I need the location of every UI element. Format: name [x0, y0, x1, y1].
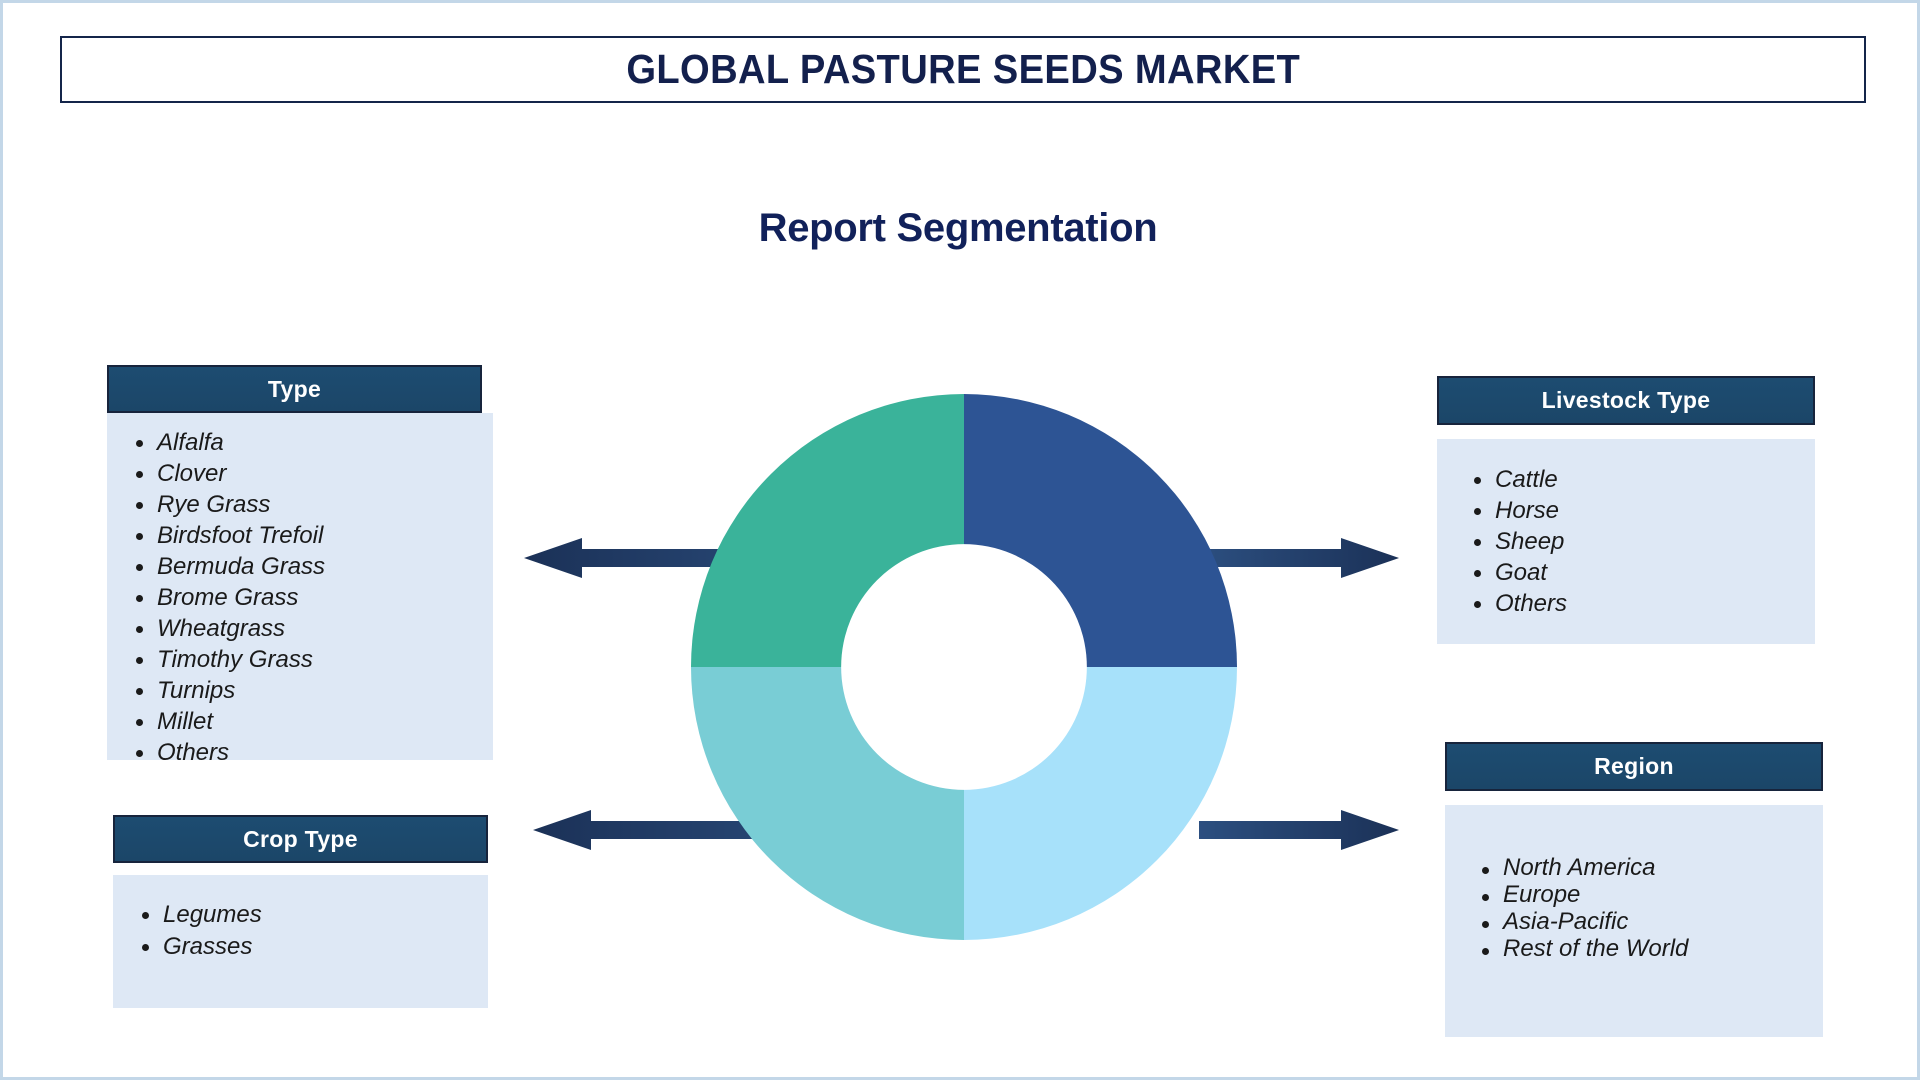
segment-header-region: Region — [1445, 742, 1823, 791]
list-item: Legumes — [142, 899, 488, 931]
list-item: Brome Grass — [136, 582, 493, 613]
list-item: Millet — [136, 706, 493, 737]
list-item: Cattle — [1474, 464, 1815, 495]
segment-header-type: Type — [107, 365, 482, 413]
list-item: Rye Grass — [136, 489, 493, 520]
section-subtitle-text: Report Segmentation — [758, 206, 1158, 250]
segment-list-crop-type: Legumes Grasses — [113, 899, 488, 963]
list-item: Wheatgrass — [136, 613, 493, 644]
title-banner: GLOBAL PASTURE SEEDS MARKET — [60, 36, 1866, 103]
segment-body-type: Alfalfa Clover Rye Grass Birdsfoot Trefo… — [107, 413, 493, 760]
list-item: Europe — [1482, 881, 1823, 908]
list-item: Birdsfoot Trefoil — [136, 520, 493, 551]
donut-chart — [691, 393, 1237, 941]
segment-card-region: Region North America Europe Asia-Pacific… — [1445, 742, 1823, 1037]
segment-header-livestock-type: Livestock Type — [1437, 376, 1815, 425]
arrow-left-icon — [524, 536, 874, 580]
list-item: Alfalfa — [136, 427, 493, 458]
list-item: Others — [1474, 588, 1815, 619]
list-item: Grasses — [142, 931, 488, 963]
donut-chart-svg — [691, 394, 1237, 940]
page-title: GLOBAL PASTURE SEEDS MARKET — [626, 46, 1300, 92]
list-item: Horse — [1474, 495, 1815, 526]
segment-body-region: North America Europe Asia-Pacific Rest o… — [1445, 805, 1823, 1037]
arrow-right-icon — [1199, 536, 1399, 580]
list-item: Goat — [1474, 557, 1815, 588]
list-item: Sheep — [1474, 526, 1815, 557]
segment-body-livestock-type: Cattle Horse Sheep Goat Others — [1437, 439, 1815, 644]
segment-list-region: North America Europe Asia-Pacific Rest o… — [1445, 854, 1823, 962]
list-item: Timothy Grass — [136, 644, 493, 675]
segment-card-type: Type Alfalfa Clover Rye Grass Birdsfoot … — [107, 365, 493, 760]
list-item: Others — [136, 737, 493, 760]
list-item: Turnips — [136, 675, 493, 706]
arrow-right-icon — [1199, 808, 1399, 852]
list-item: Clover — [136, 458, 493, 489]
list-item: Asia-Pacific — [1482, 908, 1823, 935]
list-item: Bermuda Grass — [136, 551, 493, 582]
segment-list-type: Alfalfa Clover Rye Grass Birdsfoot Trefo… — [107, 427, 493, 760]
list-item: North America — [1482, 854, 1823, 881]
segment-list-livestock-type: Cattle Horse Sheep Goat Others — [1437, 464, 1815, 619]
donut-hole — [841, 544, 1087, 790]
section-subtitle: Report Segmentation — [3, 206, 1920, 251]
segment-card-crop-type: Crop Type Legumes Grasses — [113, 815, 488, 1008]
list-item: Rest of the World — [1482, 935, 1823, 962]
arrow-left-icon — [533, 808, 883, 852]
segment-header-crop-type: Crop Type — [113, 815, 488, 863]
segment-body-crop-type: Legumes Grasses — [113, 875, 488, 1008]
segment-card-livestock-type: Livestock Type Cattle Horse Sheep Goat O… — [1437, 376, 1815, 644]
